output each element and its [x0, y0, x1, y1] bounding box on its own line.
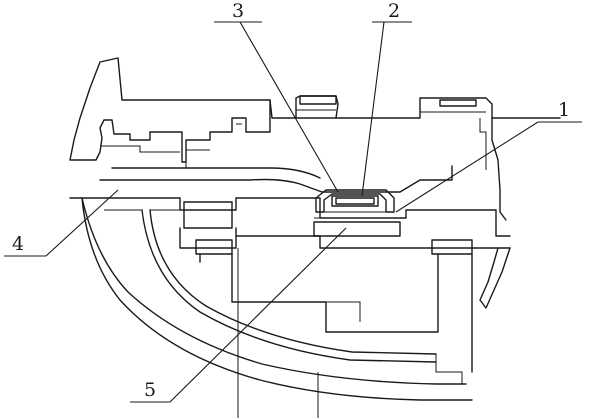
leader-5 — [130, 227, 347, 403]
reference-numerals: 1 2 3 4 5 — [12, 0, 570, 401]
leader-3 — [214, 21, 339, 193]
leader-2 — [361, 21, 412, 197]
leader-4 — [4, 189, 119, 257]
leader-lines — [4, 21, 582, 403]
lower-housing — [69, 197, 511, 418]
ref-label-3: 3 — [232, 0, 244, 22]
ref-label-5: 5 — [144, 379, 156, 401]
ref-label-4: 4 — [12, 233, 24, 255]
central-channel — [99, 162, 453, 193]
part-5-base — [313, 221, 401, 237]
part-1-bracket — [315, 189, 395, 213]
part-2-element — [331, 195, 379, 207]
upper-housing — [69, 57, 561, 221]
component-assembly — [313, 189, 401, 237]
part-3-element — [335, 197, 375, 205]
leader-1 — [395, 121, 582, 213]
ref-label-2: 2 — [388, 0, 400, 22]
ref-label-1: 1 — [558, 99, 570, 121]
